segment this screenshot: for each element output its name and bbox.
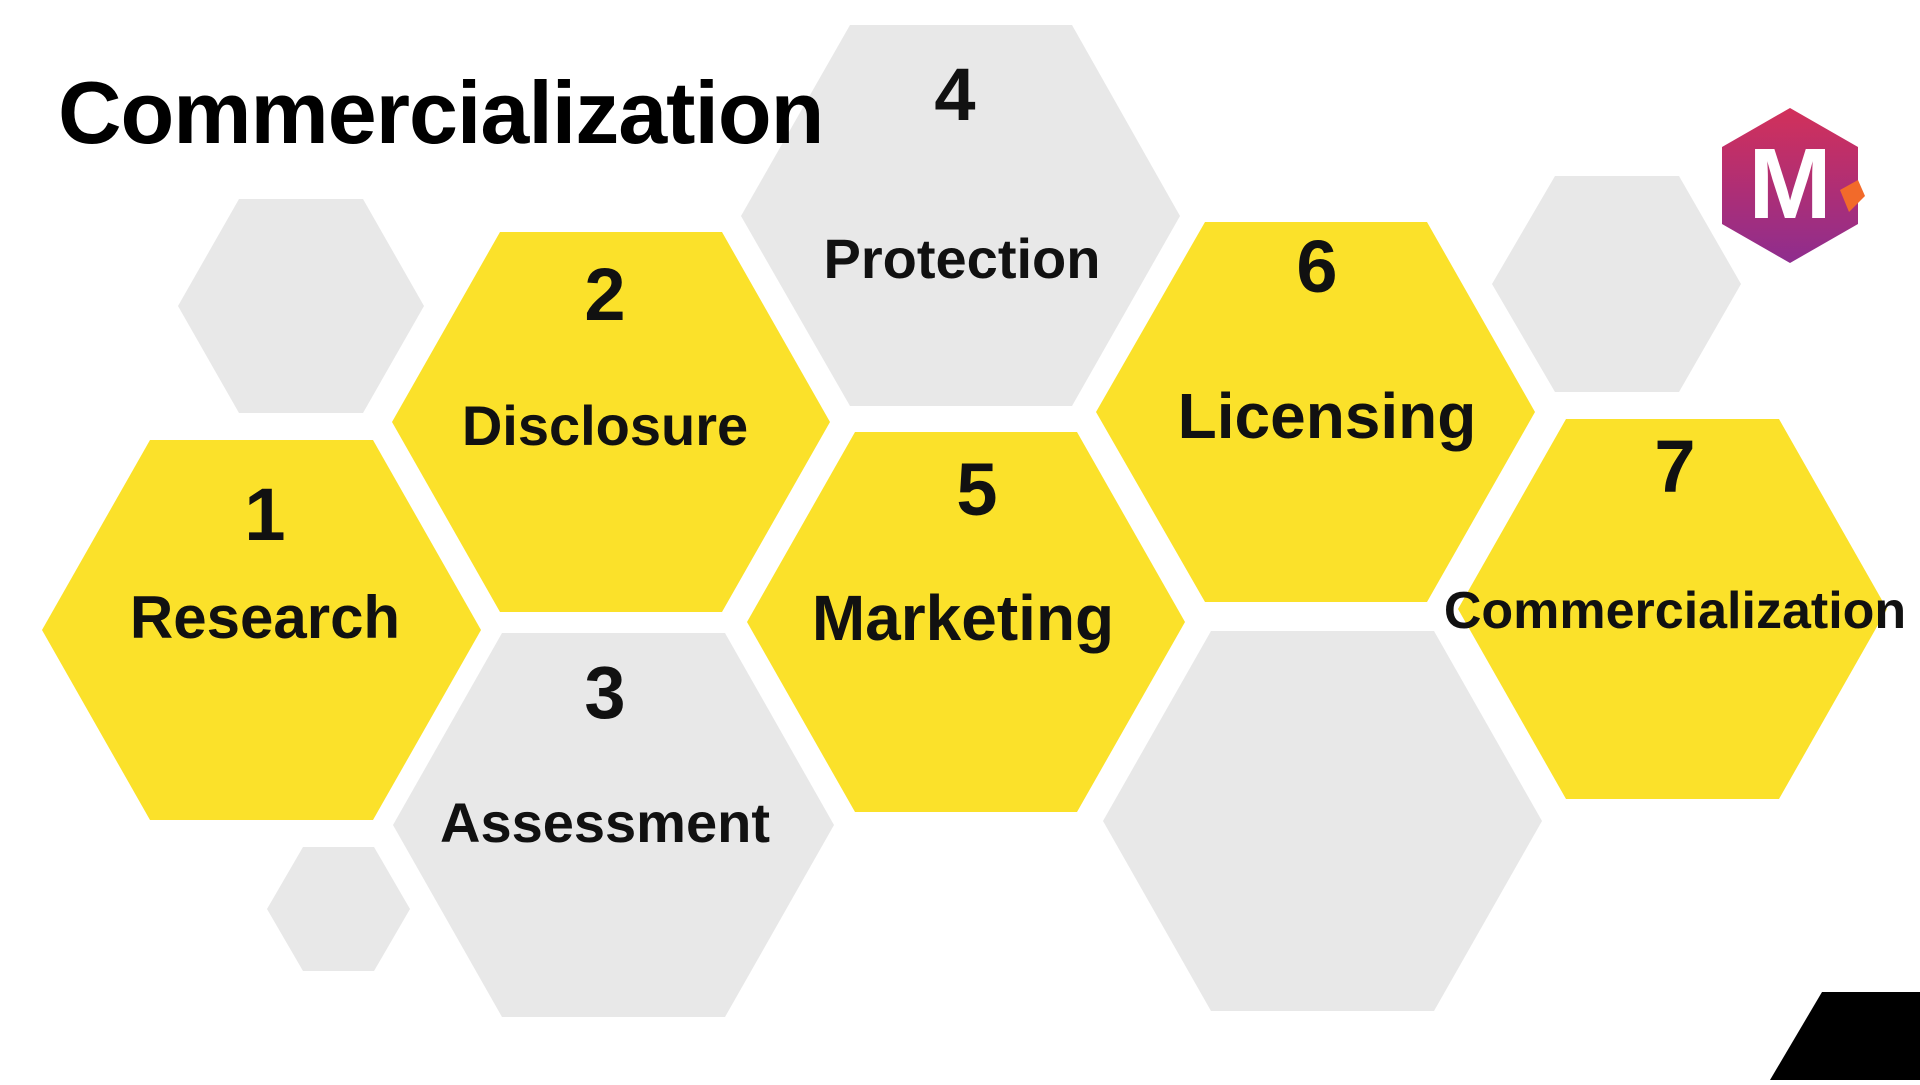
step-hexagon — [392, 232, 830, 612]
step-4-protection: 4 Protection — [741, 25, 1180, 406]
step-hexagon — [747, 432, 1185, 812]
step-number: 6 — [1296, 225, 1337, 308]
step-number: 4 — [934, 53, 975, 136]
step-hexagon — [42, 440, 481, 820]
step-2-disclosure: 2 Disclosure — [392, 232, 830, 612]
step-5-marketing: 5 Marketing — [747, 432, 1185, 812]
step-label: Protection — [824, 227, 1101, 290]
step-hexagon — [393, 633, 834, 1017]
logo-hexagon — [1722, 108, 1858, 263]
step-label: Marketing — [812, 582, 1114, 654]
logo-letter: M — [1748, 128, 1831, 240]
decor-hexagon-bottom-left-small — [267, 847, 410, 971]
page-title: Commercialization — [58, 63, 824, 162]
decor-hexagon-top-left — [178, 199, 424, 413]
step-number: 5 — [956, 448, 997, 531]
step-6-licensing: 6 Licensing — [1096, 222, 1535, 602]
step-3-assessment: 3 Assessment — [393, 633, 834, 1017]
step-label: Research — [130, 584, 400, 651]
step-number: 1 — [244, 473, 285, 556]
step-7-commercialization: 7 Commercialization — [1444, 419, 1906, 799]
step-label: Disclosure — [462, 394, 748, 457]
step-hexagon — [741, 25, 1180, 406]
step-label: Licensing — [1178, 380, 1477, 452]
step-1-research: 1 Research — [42, 440, 481, 820]
corner-decoration — [1770, 992, 1920, 1080]
step-hexagon — [1096, 222, 1535, 602]
step-label: Commercialization — [1444, 582, 1906, 640]
decor-hexagon-bottom-middle — [1103, 631, 1542, 1011]
step-label: Assessment — [440, 791, 770, 854]
step-number: 3 — [584, 651, 625, 734]
decor-hexagon-top-right — [1492, 176, 1741, 392]
step-number: 7 — [1654, 425, 1695, 508]
logo-accent — [1840, 180, 1865, 212]
brand-logo: M — [1722, 108, 1865, 263]
step-hexagon — [1458, 419, 1887, 799]
step-number: 2 — [584, 253, 625, 336]
